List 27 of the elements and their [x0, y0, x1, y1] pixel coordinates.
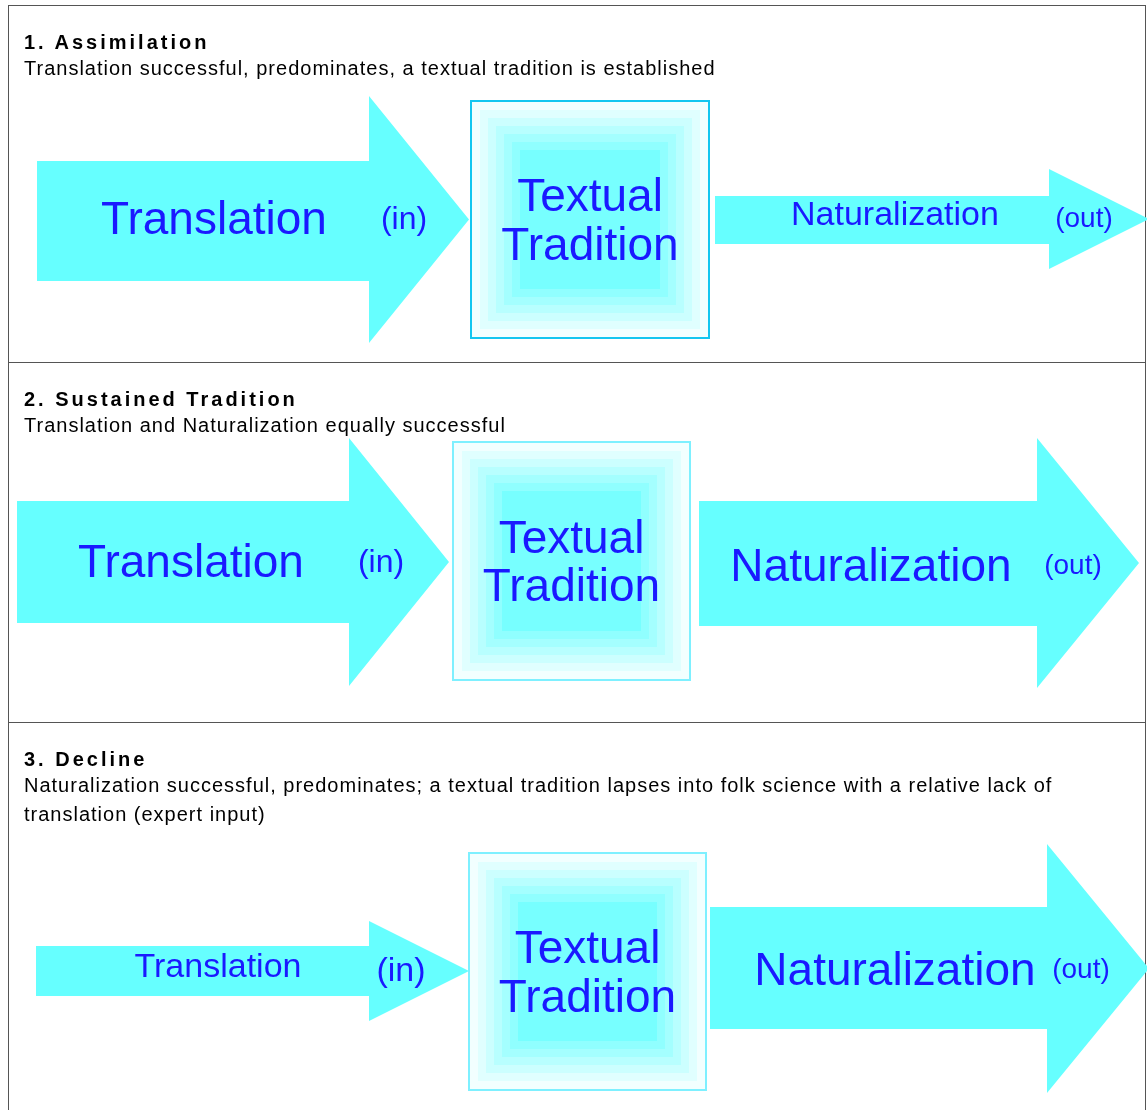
panel-band — [8, 5, 1146, 362]
arrow-label: Translation — [78, 538, 304, 584]
arrow-label: Naturalization — [730, 542, 1012, 588]
arrow-label: Translation — [101, 195, 327, 241]
panel-heading: 2. Sustained Tradition — [24, 387, 299, 411]
box-label: Textual Tradition — [481, 512, 662, 610]
box-label: Textual Tradition — [497, 923, 678, 1020]
gradient-box — [470, 100, 710, 339]
panel-band — [8, 722, 1146, 1110]
arrow-label: Naturalization — [791, 196, 999, 230]
arrow-label: Translation — [134, 948, 302, 982]
panel-heading: 1. Assimilation — [24, 30, 211, 54]
gradient-box — [452, 441, 691, 681]
arrow-label: (out) — [1044, 551, 1102, 579]
arrow-label: (in) — [380, 202, 428, 234]
box-label: Textual Tradition — [500, 171, 680, 268]
arrow-label: (in) — [357, 545, 405, 577]
arrow-label: (out) — [1055, 204, 1113, 232]
arrow-label: (out) — [1052, 955, 1110, 983]
panel-description: Naturalization successful, predominates; a textual tradition lapses into folk science with a relative lack of translation (expert input) — [24, 773, 1054, 827]
gradient-box — [468, 852, 707, 1091]
arrow-label: (in) — [376, 952, 426, 986]
panel-band — [8, 362, 1146, 722]
panel-heading: 3. Decline — [24, 747, 149, 771]
panel-description: Translation and Naturalization equally successful — [24, 413, 507, 438]
arrow-label: Naturalization — [754, 946, 1036, 992]
panel-description: Translation successful, predominates, a textual tradition is established — [24, 56, 717, 81]
